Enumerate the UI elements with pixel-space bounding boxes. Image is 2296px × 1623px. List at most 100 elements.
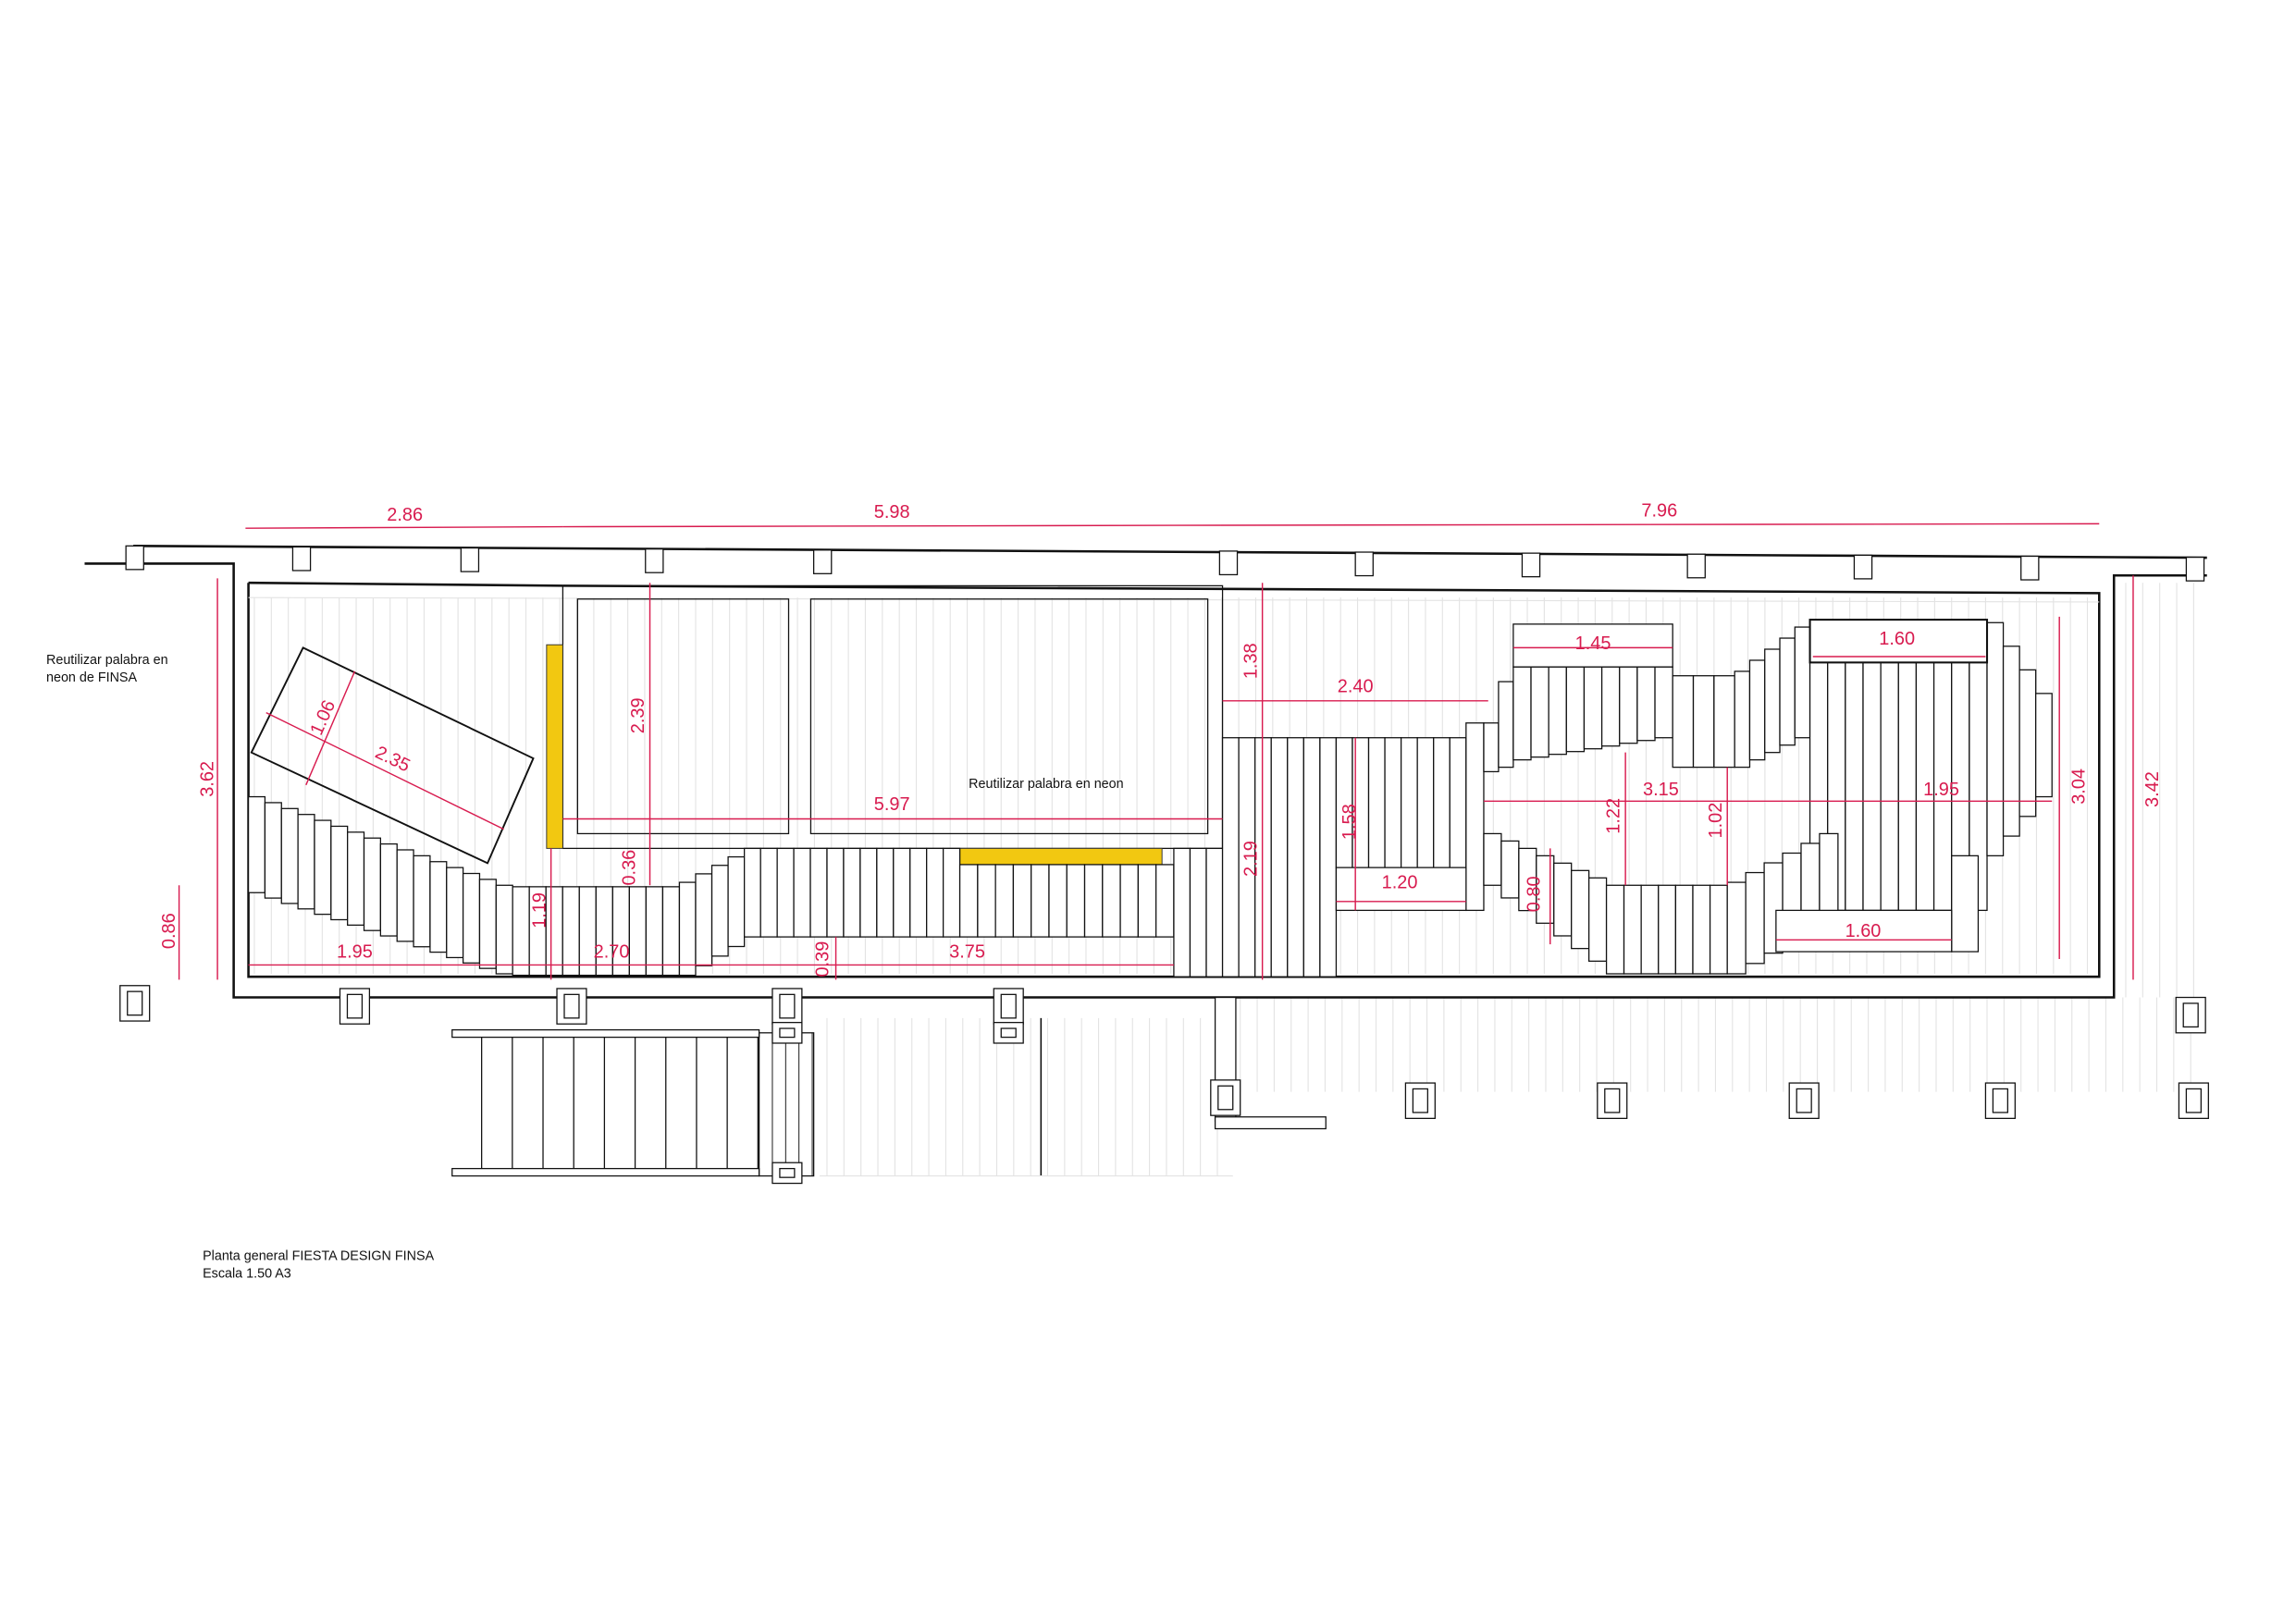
step [1748,659,1766,761]
step [710,865,729,957]
post [812,549,833,574]
column-core [2185,1088,2202,1113]
step [1449,737,1467,868]
posts [119,545,2209,1185]
step [1734,670,1751,768]
post [125,545,144,571]
step [628,886,648,977]
post [1521,552,1541,578]
step [1137,864,1157,938]
dim-curve-depth: 1.19 [529,892,549,928]
step [1672,675,1695,768]
step [1654,666,1673,739]
step [1548,666,1567,756]
step [1083,864,1104,938]
step [1119,864,1140,938]
step [1302,737,1321,977]
column-core [779,993,796,1019]
dim-bottom-a: 1.95 [337,941,373,962]
step [1692,675,1715,768]
step [1048,864,1068,938]
step [1571,869,1590,950]
step [1400,737,1418,868]
step [695,873,713,966]
step [1205,847,1224,977]
step [1986,621,2005,857]
heart-boxes [1335,619,1989,953]
step [1498,681,1514,768]
step [462,872,481,964]
step [347,831,365,926]
step [1745,871,1765,965]
dim-heart-inner-a: 1.22 [1604,798,1624,834]
post [1853,554,1873,580]
step [1066,864,1086,938]
step [1102,864,1121,938]
step [1819,832,1839,923]
step [661,886,681,977]
step [330,825,349,921]
step [512,886,530,977]
plan-scale: Escala 1.50 A3 [203,1267,291,1282]
step [1221,737,1240,977]
column-core [1796,1088,1812,1113]
column-core [127,990,143,1016]
step [893,847,911,938]
step [562,886,580,977]
step [1619,666,1638,744]
step [1636,666,1656,742]
bleacher-steps [247,621,2053,977]
post [460,547,480,572]
step [264,802,282,899]
step [478,879,497,969]
step [1845,661,1864,912]
step [1483,722,1500,773]
step [744,847,761,938]
dim-small-box-height: 1.58 [1339,804,1360,840]
step [1658,884,1677,975]
step [1189,847,1207,977]
step [1287,737,1304,977]
step [859,847,878,938]
step [826,847,845,938]
dim-heart-height: 3.04 [2068,768,2089,805]
column-core [1604,1088,1621,1113]
step [727,855,746,948]
dim-top-left: 2.86 [387,505,423,525]
step [446,867,464,959]
dim-bottom-d: 3.75 [949,941,985,962]
post [2185,556,2205,582]
dim-top-right: 7.96 [1641,500,1677,521]
neon-bar-vertical [546,644,563,849]
dim-top-middle: 5.98 [874,502,910,523]
step [1764,648,1781,754]
step [843,847,861,938]
step [1640,884,1660,975]
step [1674,884,1694,975]
step [1794,626,1811,739]
dim-stage-gap: 0.36 [620,850,640,886]
note-neon-finsa-2: neon de FINSA [46,670,138,685]
step [1031,864,1050,938]
dim-heart-top-left-box: 1.45 [1575,633,1611,654]
dim-small-box-width: 1.20 [1382,872,1418,892]
step [1465,722,1485,912]
column-core [1412,1088,1428,1113]
small-post-core [779,1167,796,1178]
dim-heart-width-left: 3.15 [1643,780,1679,800]
step [1779,637,1796,746]
step [379,842,398,937]
step [247,795,266,893]
step [1416,737,1435,868]
step [1726,881,1747,975]
note-neon-center: Reutilizar palabra en neon [969,777,1123,792]
dimensions [178,523,2134,980]
step [809,847,828,938]
step [1384,737,1402,868]
step [495,884,513,975]
step [297,814,315,910]
step [678,881,697,977]
step [942,847,961,938]
tilted-table [250,646,535,865]
